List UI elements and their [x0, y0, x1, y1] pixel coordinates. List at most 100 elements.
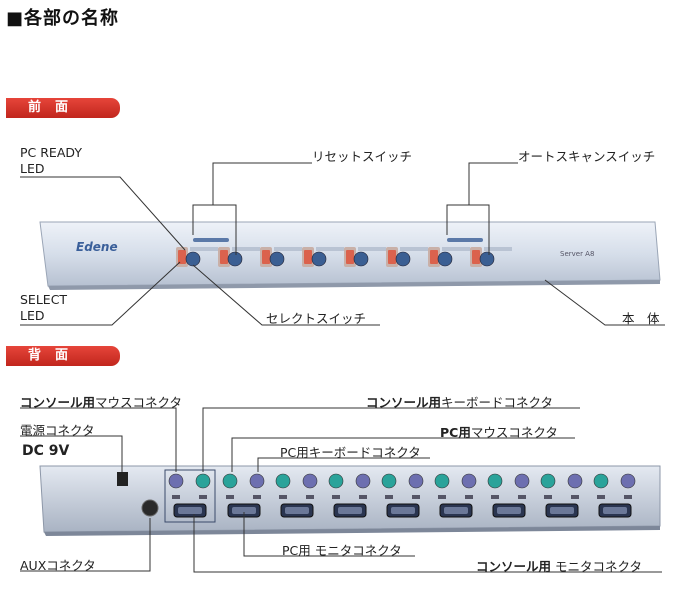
vga-pins: [497, 507, 521, 514]
select-switch-button[interactable]: [311, 251, 327, 267]
pc-mouse-port[interactable]: [222, 473, 238, 489]
aux-connector: [141, 499, 159, 517]
label-pc-mouse-rest: マウスコネクタ: [470, 425, 558, 440]
pc-keyboard-port[interactable]: [249, 473, 265, 489]
pc-port-block-7: [540, 473, 583, 518]
port-icon: [279, 495, 287, 499]
select-switch-button[interactable]: [437, 251, 453, 267]
front-port-2: [218, 247, 260, 267]
label-select-led-2: LED: [20, 308, 45, 323]
brand-logo: Edene: [76, 240, 118, 254]
select-switch-button[interactable]: [479, 251, 495, 267]
port-icon: [385, 495, 393, 499]
label-select-switch: セレクトスイッチ: [266, 311, 367, 326]
front-port-7: [428, 247, 470, 267]
front-port-8: [470, 247, 512, 267]
pc-keyboard-port[interactable]: [355, 473, 371, 489]
label-pc-mouse: PC用マウスコネクタ: [440, 422, 558, 441]
front-port-5: [344, 247, 386, 267]
label-select-led-1: SELECT: [20, 292, 68, 307]
vga-pins: [391, 507, 415, 514]
vga-pins: [178, 507, 202, 514]
port-number-strip: [358, 247, 386, 251]
port-icon: [226, 495, 234, 499]
label-pc-keyboard: PC用キーボードコネクタ: [280, 445, 421, 460]
led-lamp: [220, 250, 228, 264]
reset-indicator-strip: [193, 238, 229, 242]
label-body: 本 体: [622, 311, 660, 326]
pc-mouse-port[interactable]: [381, 473, 397, 489]
port-icon: [438, 495, 446, 499]
label-auto-scan-switch: オートスキャンスイッチ: [518, 149, 656, 164]
back-chassis: [39, 465, 661, 536]
front-port-3: [260, 247, 302, 267]
pc-keyboard-port[interactable]: [620, 473, 636, 489]
select-switch-button[interactable]: [185, 251, 201, 267]
pc-keyboard-port[interactable]: [514, 473, 530, 489]
port-icon: [491, 495, 499, 499]
console-mouse-port[interactable]: [168, 473, 184, 489]
front-port-group: [176, 238, 512, 267]
select-switch-button[interactable]: [269, 251, 285, 267]
model-label: Server A8: [560, 250, 594, 258]
pc-port-block-5: [434, 473, 477, 518]
select-switch-button[interactable]: [353, 251, 369, 267]
pc-mouse-port[interactable]: [328, 473, 344, 489]
port-icon: [544, 495, 552, 499]
port-number-strip: [442, 247, 470, 251]
led-lamp: [262, 250, 270, 264]
label-console-keyboard-rest: キーボードコネクタ: [441, 395, 554, 410]
label-console-mouse-rest: マウスコネクタ: [95, 395, 183, 410]
page-title: ■各部の名称: [6, 8, 120, 29]
label-console-monitor: コンソール用 モニタコネクタ: [476, 556, 642, 575]
port-icon: [199, 495, 207, 499]
pc-mouse-port[interactable]: [275, 473, 291, 489]
pc-mouse-port[interactable]: [487, 473, 503, 489]
port-number-strip: [190, 247, 218, 251]
back-leader-lines: [20, 407, 662, 573]
label-pc-ready-led-1: PC READY: [20, 145, 82, 160]
console-keyboard-port[interactable]: [195, 473, 211, 489]
back-section-badge: 背面: [6, 346, 120, 366]
pc-keyboard-port[interactable]: [461, 473, 477, 489]
port-number-strip: [484, 247, 512, 251]
label-console-monitor-bold: コンソール用: [476, 559, 552, 574]
pc-port-block-8: [593, 473, 636, 518]
select-switch-button[interactable]: [395, 251, 411, 267]
select-switch-button[interactable]: [227, 251, 243, 267]
port-icon: [597, 495, 605, 499]
pc-port-block-4: [381, 473, 424, 518]
vga-pins: [444, 507, 468, 514]
pc-port-block-6: [487, 473, 530, 518]
vga-pins: [285, 507, 309, 514]
pc-mouse-port[interactable]: [540, 473, 556, 489]
label-power-connector: 電源コネクタ: [20, 423, 95, 438]
label-console-mouse-bold: コンソール用: [20, 395, 96, 410]
front-port-4: [302, 247, 344, 267]
label-reset-switch: リセットスイッチ: [312, 149, 413, 164]
port-icon: [332, 495, 340, 499]
dc-power-jack: [117, 472, 128, 486]
label-console-mouse: コンソール用マウスコネクタ: [20, 392, 182, 411]
port-icon: [518, 495, 526, 499]
pc-keyboard-port[interactable]: [408, 473, 424, 489]
led-lamp: [346, 250, 354, 264]
autoscan-indicator-strip: [447, 238, 483, 242]
port-icon: [253, 495, 261, 499]
label-pc-mouse-bold: PC用: [440, 425, 471, 440]
pc-port-block-1: [222, 473, 265, 518]
led-lamp: [178, 250, 186, 264]
console-frame: [164, 469, 216, 523]
port-icon: [571, 495, 579, 499]
pc-keyboard-port[interactable]: [567, 473, 583, 489]
vga-pins: [232, 507, 256, 514]
pc-mouse-port[interactable]: [434, 473, 450, 489]
back-port-group: [164, 469, 636, 523]
port-number-strip: [400, 247, 428, 251]
port-icon: [306, 495, 314, 499]
pc-port-block-2: [275, 473, 318, 518]
pc-keyboard-port[interactable]: [302, 473, 318, 489]
pc-mouse-port[interactable]: [593, 473, 609, 489]
label-console-keyboard: コンソール用キーボードコネクタ: [366, 392, 553, 411]
